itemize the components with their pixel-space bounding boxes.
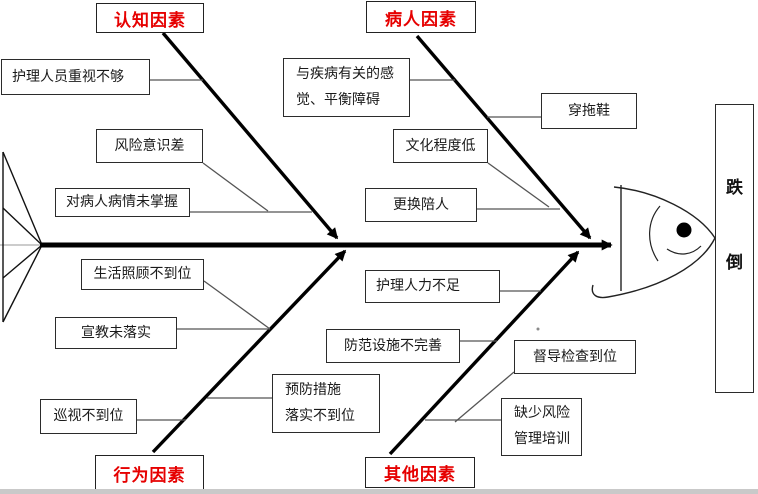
page-edge-strip [0, 489, 758, 494]
cause-behavior-1: 生活照顾不到位 [81, 259, 204, 290]
cause-behavior-3: 巡视不到位 [40, 399, 137, 434]
bone-other [388, 250, 580, 456]
cause-other-4: 督导检查到位 [514, 340, 636, 374]
cause-patient-2: 穿拖鞋 [541, 93, 637, 129]
fish-eye-icon [676, 222, 692, 238]
effect-char-2: 倒 [726, 253, 743, 273]
cause-cognitive-2: 风险意识差 [96, 129, 203, 163]
cause-cognitive-3: 对病人病情未掌握 [55, 188, 190, 217]
cause-patient-4: 更换陪人 [365, 188, 477, 222]
effect-char-1: 跌 [726, 178, 743, 198]
bone-cognitive [161, 31, 339, 240]
category-cognitive-label: 认知因素 [114, 10, 186, 31]
category-bones [151, 31, 592, 456]
cause-other-5: 缺少风险 管理培训 [501, 398, 582, 456]
fish-tail-icon [0, 151, 43, 323]
category-patient-label: 病人因素 [385, 9, 457, 30]
bone-behavior [151, 249, 347, 454]
bone-patient [415, 34, 592, 240]
category-patient: 病人因素 [366, 1, 476, 33]
cause-other-1: 护理人力不足 [365, 270, 500, 303]
cause-patient-1: 与疾病有关的感 觉、平衡障碍 [283, 58, 410, 117]
cause-other-2: 防范设施不完善 [326, 329, 460, 363]
cause-cognitive-1: 护理人员重视不够 [1, 59, 150, 95]
effect-box: 跌 倒 [715, 104, 754, 393]
category-other-label: 其他因素 [384, 465, 456, 485]
category-cognitive: 认知因素 [96, 3, 204, 33]
category-behavior-label: 行为因素 [113, 465, 186, 486]
cause-other-3: 预防措施 落实不到位 [272, 374, 380, 433]
cause-behavior-2: 宣教未落实 [55, 317, 177, 349]
cause-patient-3: 文化程度低 [393, 129, 488, 163]
stray-dot [536, 327, 540, 331]
gill-curve [649, 205, 661, 262]
category-behavior: 行为因素 [95, 455, 204, 491]
mouth-curve [666, 245, 702, 255]
cause-connectors [137, 79, 560, 423]
category-other: 其他因素 [365, 457, 475, 488]
fish-head-icon [591, 185, 716, 299]
